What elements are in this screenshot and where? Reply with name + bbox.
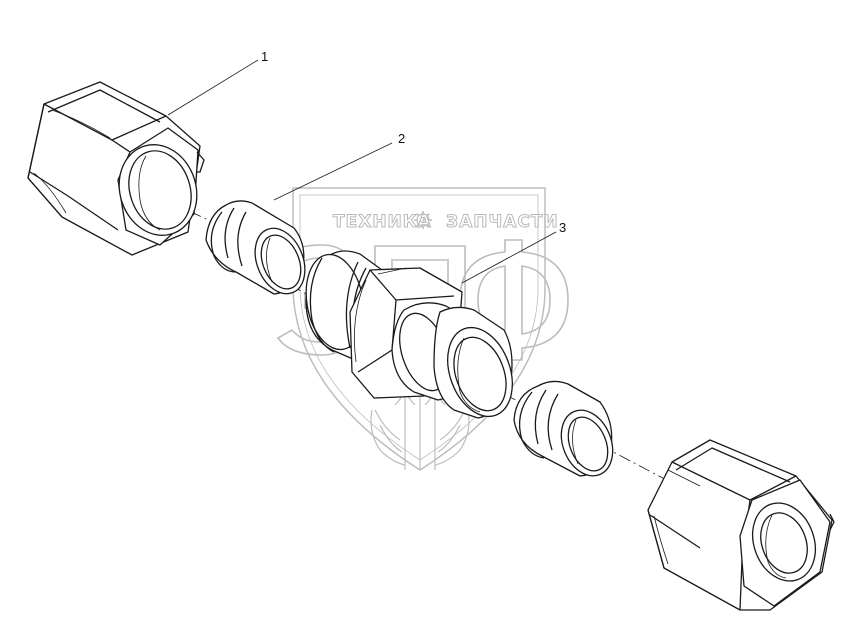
watermark-right-word: ЗАПЧАСТИ	[446, 212, 559, 232]
callout-label-3: 3	[559, 220, 566, 235]
gear-icon	[414, 211, 432, 229]
watermark-left-word: ТЕХНИКА	[333, 212, 432, 232]
hex-nut-upper	[27, 81, 205, 256]
callout-label-2: 2	[398, 131, 405, 146]
hex-nut-lower	[647, 439, 835, 611]
wheat-emblem-icon	[370, 371, 470, 470]
ferrule-upper	[205, 200, 306, 295]
leader-line-2	[273, 142, 393, 201]
leader-line-1	[167, 59, 259, 116]
union-body	[305, 250, 513, 419]
ferrule-lower	[513, 380, 614, 477]
leader-line-3	[461, 231, 557, 284]
callout-leaders	[167, 59, 557, 284]
callout-label-1: 1	[261, 49, 268, 64]
